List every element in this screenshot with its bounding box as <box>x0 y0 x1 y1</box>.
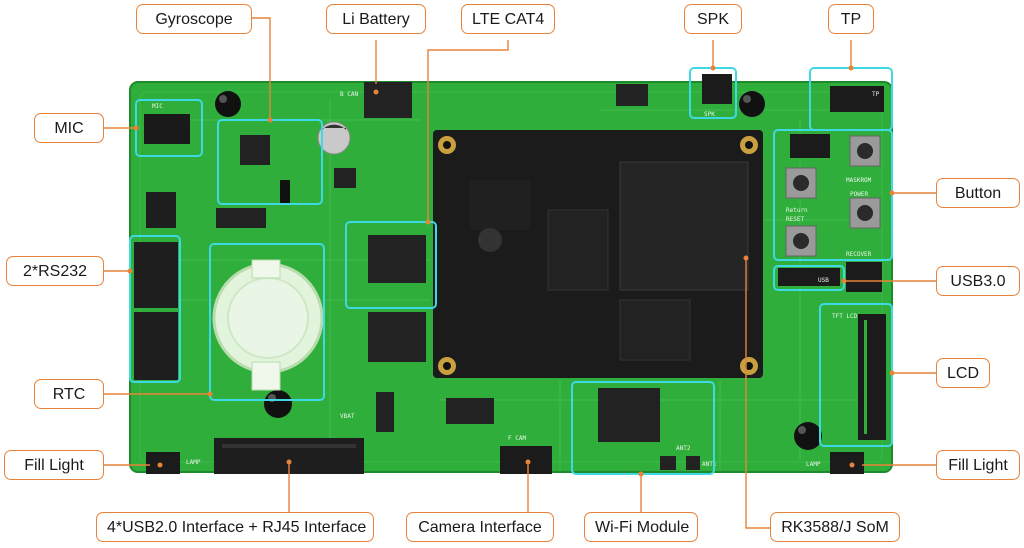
label-fill-light-left: Fill Light <box>4 450 104 480</box>
highlight-lte <box>345 221 437 309</box>
label-usb30: USB3.0 <box>936 266 1020 296</box>
rs232-connector-2 <box>134 312 178 380</box>
silk-return: Return <box>786 207 808 214</box>
mount-hole-3 <box>264 390 292 418</box>
camera-connector <box>500 446 552 474</box>
fill-light-connector-left <box>146 452 180 474</box>
silk-lamp-left: LAMP <box>186 459 201 466</box>
label-rs232: 2*RS232 <box>6 256 104 286</box>
label-button: Button <box>936 178 1020 208</box>
button-group <box>785 134 881 257</box>
silk-maskrom: MASKROM <box>846 177 872 184</box>
label-lte: LTE CAT4 <box>461 4 555 34</box>
silk-camera: F CAM <box>508 435 526 442</box>
usb30-connector <box>778 268 840 286</box>
wifi-chip <box>598 388 660 442</box>
mic-connector <box>144 114 190 144</box>
label-camera: Camera Interface <box>406 512 554 542</box>
label-tp: TP <box>828 4 874 34</box>
lcd-connector <box>858 314 886 440</box>
highlight-rs232 <box>129 235 181 383</box>
label-spk: SPK <box>684 4 742 34</box>
highlight-rtc <box>209 243 325 401</box>
spk-connector <box>702 74 732 104</box>
silk-ant2: ANT2 <box>676 445 691 452</box>
highlight-usb30 <box>773 265 845 291</box>
label-usb-rj45: 4*USB2.0 Interface + RJ45 Interface <box>96 512 374 542</box>
tp-connector <box>830 86 884 112</box>
label-fill-light-right: Fill Light <box>936 450 1020 480</box>
capacitor <box>317 121 351 155</box>
label-rtc: RTC <box>34 379 104 409</box>
leader-som <box>745 258 770 529</box>
label-gyroscope: Gyroscope <box>136 4 252 34</box>
leader-gyroscope <box>252 17 271 120</box>
mount-hole-4 <box>794 422 822 450</box>
silk-reset: RESET <box>786 216 804 223</box>
label-som: RK3588/J SoM <box>770 512 900 542</box>
silk-tftlcd: TFT LCD <box>832 313 858 320</box>
silk-spk: SPK <box>704 111 715 118</box>
fill-light-connector-right <box>830 452 864 474</box>
silk-vbat: VBAT <box>340 413 355 420</box>
label-mic: MIC <box>34 113 104 143</box>
mount-hole-1 <box>215 91 241 117</box>
mount-hole-2 <box>739 91 765 117</box>
silk-power: POWER <box>850 191 868 198</box>
silk-ant1: ANT1 <box>702 461 717 468</box>
label-lcd: LCD <box>936 358 990 388</box>
label-li-battery: Li Battery <box>326 4 426 34</box>
silk-tp: TP <box>872 91 880 98</box>
li-battery-connector <box>364 82 412 118</box>
rs232-connector-1 <box>134 242 178 308</box>
silk-mic: MIC <box>152 103 163 110</box>
lte-chip-1 <box>368 235 426 283</box>
silk-lamp-right: LAMP <box>806 461 821 468</box>
label-wifi: Wi-Fi Module <box>584 512 698 542</box>
silk-usb: USB <box>818 277 829 284</box>
leader-lte <box>427 40 509 222</box>
silk-recover: RECOVER <box>846 251 872 258</box>
silk-batt: B CAN <box>340 91 358 98</box>
